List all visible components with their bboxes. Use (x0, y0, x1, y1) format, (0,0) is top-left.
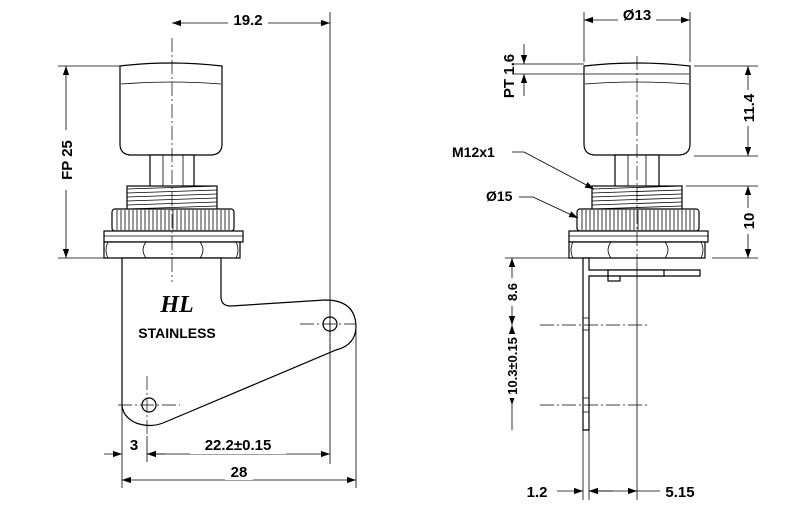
dim-cap-height: 11.4 (694, 65, 758, 157)
side-knurled-nut (576, 208, 700, 232)
dim-label-5-15: 5.15 (665, 484, 694, 501)
front-washer (103, 230, 244, 243)
dim-front-height: FP 25 (58, 65, 120, 259)
dim-label-pt16: PT 1.6 (501, 54, 518, 98)
front-bracket (121, 257, 357, 427)
side-bracket (582, 257, 701, 431)
dim-bottom: 3 22.2±0.15 28 (104, 330, 357, 488)
front-cap (119, 62, 223, 156)
dim-top-width: 19.2 (172, 12, 331, 464)
material-label: STAINLESS (138, 325, 216, 341)
nut-label: Ø15 (486, 188, 513, 204)
dim-label-1-2: 1.2 (527, 484, 548, 501)
dim-thread-height: 10 (686, 185, 758, 259)
dim-label-11-4: 11.4 (741, 93, 758, 122)
front-hex-nut (103, 241, 241, 259)
front-view: HL STAINLESS 19.2 FP 25 3 22.2± (58, 12, 357, 488)
dim-label-19-2: 19.2 (233, 12, 262, 29)
side-washer (568, 230, 709, 243)
thread-label: M12x1 (452, 144, 495, 160)
dim-label-22-2: 22.2±0.15 (205, 437, 272, 454)
dim-cap-diameter: Ø13 (583, 6, 691, 62)
thread-callout: M12x1 (452, 144, 595, 190)
brand-logo: HL (159, 292, 193, 318)
front-knurled-nut (111, 208, 235, 232)
dim-label-8-6: 8.6 (505, 283, 520, 301)
dim-label-10: 10 (741, 213, 758, 230)
dim-label-fp25: FP 25 (59, 140, 76, 180)
dim-label-28: 28 (231, 464, 248, 481)
side-view: Ø13 PT 1.6 11.4 10 M12x1 (452, 6, 758, 501)
dim-plate-bottom: 1.2 5.15 (527, 262, 695, 501)
dim-label-3: 3 (130, 437, 138, 454)
dim-label-dia13: Ø13 (623, 7, 651, 24)
dim-cap-thickness: PT 1.6 (501, 44, 584, 98)
nut-callout: Ø15 (486, 188, 579, 219)
dim-label-10-3: 10.3±0.15 (505, 337, 520, 395)
dim-bracket-heights: 8.6 10.3±0.15 (504, 257, 569, 430)
